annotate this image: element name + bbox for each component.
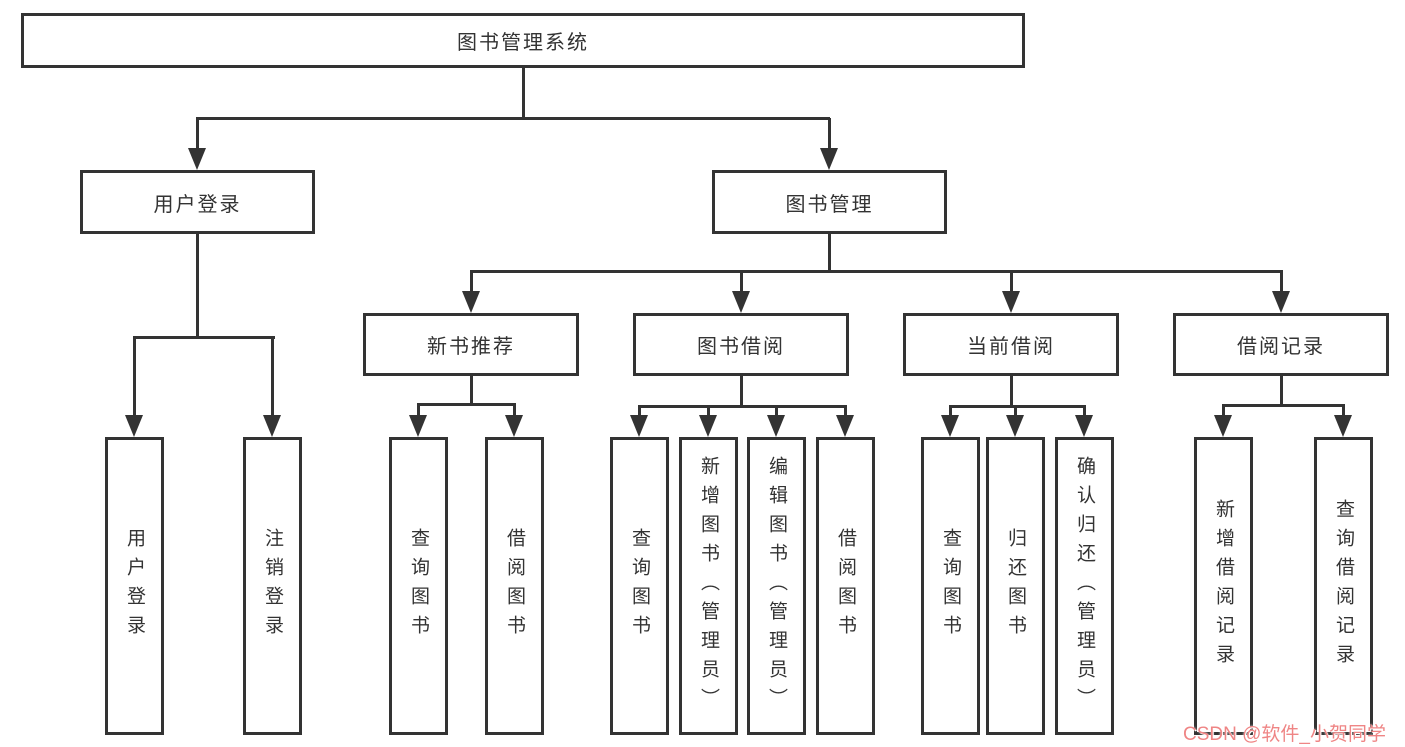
connector-segment	[739, 376, 743, 407]
connector-segment	[469, 376, 473, 405]
connector-segment	[1082, 406, 1086, 415]
leaf-user-login: 用户登录	[105, 437, 164, 735]
connector-segment	[132, 335, 275, 339]
arrow-down-icon	[188, 148, 206, 170]
connector-segment	[195, 118, 199, 148]
node-label: 图书借阅	[697, 336, 785, 358]
connector-segment	[469, 271, 473, 291]
connector-segment	[843, 406, 847, 415]
leaf-query-borrow-record: 查询借阅记录	[1314, 437, 1373, 735]
connector-segment	[270, 337, 274, 415]
arrow-down-icon	[125, 415, 143, 437]
connector-segment	[637, 404, 847, 408]
node-book-management: 图书管理	[712, 170, 947, 234]
connector-segment	[196, 116, 830, 120]
leaf-label: 归还图书	[1005, 528, 1026, 644]
connector-segment	[827, 234, 831, 272]
leaf-label: 用户登录	[124, 528, 145, 644]
leaf-label: 确认归还（管理员）	[1074, 455, 1095, 717]
connector-segment	[739, 271, 743, 291]
arrow-down-icon	[1075, 415, 1093, 437]
connector-segment	[132, 337, 136, 415]
connector-segment	[948, 404, 1086, 408]
connector-segment	[637, 406, 641, 415]
leaf-label: 注销登录	[262, 528, 283, 644]
connector-segment	[948, 406, 952, 415]
node-current-borrowing: 当前借阅	[903, 313, 1119, 376]
leaf-confirm-return-admin: 确认归还（管理员）	[1055, 437, 1114, 735]
connector-segment	[521, 68, 525, 118]
leaf-query-books-borrow: 查询图书	[610, 437, 669, 735]
arrow-down-icon	[1334, 415, 1352, 437]
leaf-label: 编辑图书（管理员）	[766, 455, 787, 717]
arrow-down-icon	[767, 415, 785, 437]
connector-segment	[1221, 403, 1345, 407]
node-borrowing-records: 借阅记录	[1173, 313, 1389, 376]
leaf-label: 查询图书	[629, 528, 650, 644]
leaf-label: 查询图书	[940, 528, 961, 644]
node-label: 图书管理	[785, 193, 874, 216]
connector-segment	[1279, 271, 1283, 291]
node-label: 图书管理系统	[457, 32, 589, 54]
arrow-down-icon	[836, 415, 854, 437]
leaf-return-book: 归还图书	[986, 437, 1045, 735]
connector-segment	[827, 118, 831, 148]
node-user-login: 用户登录	[80, 170, 315, 234]
arrow-down-icon	[630, 415, 648, 437]
leaf-query-books-current: 查询图书	[921, 437, 980, 735]
connector-segment	[195, 234, 199, 338]
leaf-label: 查询借阅记录	[1333, 499, 1354, 673]
connector-segment	[416, 404, 420, 415]
arrow-down-icon	[1006, 415, 1024, 437]
node-label: 当前借阅	[967, 336, 1055, 358]
leaf-query-books-recommend: 查询图书	[389, 437, 448, 735]
leaf-label: 新增借阅记录	[1213, 499, 1234, 673]
arrow-down-icon	[820, 148, 838, 170]
connector-segment	[1009, 376, 1013, 407]
connector-segment	[469, 269, 1283, 273]
leaf-label: 借阅图书	[504, 528, 525, 644]
arrow-down-icon	[409, 415, 427, 437]
leaf-add-borrow-record: 新增借阅记录	[1194, 437, 1253, 735]
leaf-label: 查询图书	[408, 528, 429, 644]
csdn-watermark: CSDN @软件_小贺同学	[1183, 724, 1386, 745]
arrow-down-icon	[1272, 291, 1290, 313]
leaf-borrow-books: 借阅图书	[816, 437, 875, 735]
connector-segment	[706, 406, 710, 415]
connector-segment	[1009, 271, 1013, 291]
node-label: 借阅记录	[1237, 336, 1325, 358]
leaf-borrow-books-recommend: 借阅图书	[485, 437, 544, 735]
node-label: 用户登录	[153, 193, 242, 216]
connector-segment	[416, 402, 516, 406]
node-label: 新书推荐	[427, 336, 515, 358]
connector-segment	[1279, 376, 1283, 406]
arrow-down-icon	[462, 291, 480, 313]
arrow-down-icon	[699, 415, 717, 437]
arrow-down-icon	[732, 291, 750, 313]
arrow-down-icon	[505, 415, 523, 437]
leaf-label: 新增图书（管理员）	[698, 455, 719, 717]
connector-segment	[1341, 405, 1345, 415]
leaf-logout: 注销登录	[243, 437, 302, 735]
arrow-down-icon	[1002, 291, 1020, 313]
leaf-edit-book-admin: 编辑图书（管理员）	[747, 437, 806, 735]
node-root-library-system: 图书管理系统	[21, 13, 1025, 68]
node-book-borrowing: 图书借阅	[633, 313, 849, 376]
connector-segment	[774, 406, 778, 415]
arrow-down-icon	[263, 415, 281, 437]
arrow-down-icon	[1214, 415, 1232, 437]
leaf-label: 借阅图书	[835, 528, 856, 644]
arrow-down-icon	[941, 415, 959, 437]
connector-segment	[1221, 405, 1225, 415]
connector-segment	[1013, 406, 1017, 415]
node-new-book-recommend: 新书推荐	[363, 313, 579, 376]
connector-segment	[512, 404, 516, 415]
leaf-add-book-admin: 新增图书（管理员）	[679, 437, 738, 735]
